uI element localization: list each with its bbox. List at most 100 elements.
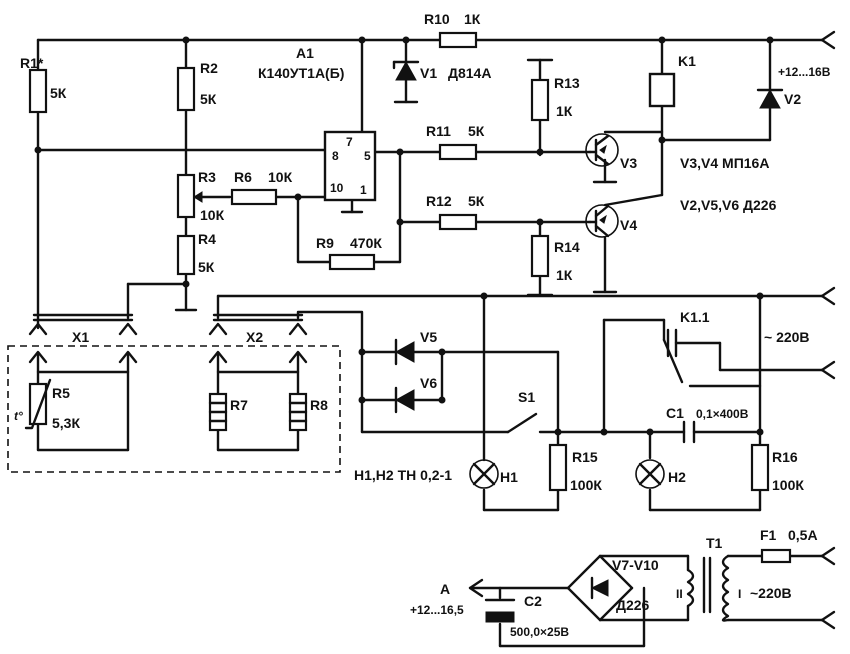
- label-r15-value: 100К: [570, 477, 602, 493]
- bridge-diode: [590, 576, 609, 600]
- label-r13: R13: [554, 75, 580, 91]
- upper-junctions: [34, 36, 774, 288]
- connector-x2: [208, 294, 824, 402]
- label-t1: T1: [706, 535, 723, 551]
- label-r7: R7: [230, 397, 248, 413]
- wiper-arrow-r3: [193, 191, 203, 203]
- label-s1: S1: [518, 389, 535, 405]
- resistor-r13: [530, 78, 550, 122]
- label-pin5: 5: [364, 149, 371, 163]
- label-f1: F1: [760, 527, 777, 543]
- label-x1: X1: [72, 329, 89, 345]
- label-c1-value: 0,1×400В: [696, 407, 749, 421]
- label-r12: R12: [426, 193, 452, 209]
- label-r5-value: 5,3К: [52, 415, 80, 431]
- label-r4: R4: [198, 231, 216, 247]
- resistor-r14: [530, 234, 550, 278]
- label-lamps-note: H1,H2 ТН 0,2-1: [354, 467, 452, 483]
- label-r2: R2: [200, 60, 218, 76]
- label-bridge: V7-V10: [612, 557, 659, 573]
- resistor-r10: [438, 31, 478, 49]
- label-v3: V3: [620, 155, 637, 171]
- label-r9: R9: [316, 235, 334, 251]
- label-pin1: 1: [360, 183, 367, 197]
- label-r3-value: 10К: [200, 207, 225, 223]
- label-r16: R16: [772, 449, 798, 465]
- heater-r7: [208, 392, 228, 432]
- label-x2: X2: [246, 329, 263, 345]
- transistor-v4: [585, 204, 619, 238]
- diode-v6: [394, 386, 415, 414]
- lamp-h2: [635, 459, 665, 489]
- label-terminal-a: А: [440, 581, 450, 597]
- label-r11-value: 5К: [468, 123, 485, 139]
- sensor-wiring: [28, 350, 308, 452]
- label-pin10: 10: [330, 181, 344, 195]
- zener-v1: [392, 60, 420, 104]
- label-r1: R1*: [20, 55, 44, 71]
- label-r16-value: 100К: [772, 477, 804, 493]
- label-r14: R14: [554, 239, 580, 255]
- thermistor-r5: [24, 378, 52, 430]
- label-c1: C1: [666, 405, 684, 421]
- label-supply-out: +12...16,5: [410, 603, 464, 617]
- label-c2: C2: [524, 593, 542, 609]
- labels: R1* 5К R2 5К R3 10К R4 5К R6 10К R9 470К…: [14, 11, 831, 639]
- label-r15: R15: [572, 449, 598, 465]
- label-r11: R11: [426, 123, 451, 139]
- label-pin8: 8: [332, 149, 339, 163]
- relay-coil-k1: [648, 72, 676, 108]
- resistor-r6: [230, 188, 278, 206]
- label-c2-value: 500,0×25В: [510, 625, 569, 639]
- label-a1: A1: [296, 45, 314, 61]
- label-winding-2: II: [676, 587, 683, 601]
- diode-v2: [756, 88, 784, 109]
- sensor-box: [7, 345, 341, 473]
- label-v5: V5: [420, 329, 437, 345]
- label-mains-top: ~ 220В: [764, 329, 810, 345]
- label-k1: K1: [678, 53, 696, 69]
- label-h2: H2: [668, 469, 686, 485]
- label-v2: V2: [784, 91, 801, 107]
- label-r14-value: 1К: [556, 267, 573, 283]
- label-winding-1: I: [738, 587, 741, 601]
- diode-v5: [394, 338, 415, 366]
- label-r12-value: 5К: [468, 193, 485, 209]
- resistor-r1: [28, 68, 48, 114]
- mains-wiring: [360, 286, 836, 512]
- label-r13-value: 1К: [556, 103, 573, 119]
- transformer-coils: [686, 554, 730, 622]
- label-r6: R6: [234, 169, 252, 185]
- label-r8: R8: [310, 397, 328, 413]
- heater-r8: [288, 392, 308, 432]
- label-bridge-type: Д226: [616, 597, 650, 613]
- transistor-v3: [585, 133, 619, 167]
- label-r5: R5: [52, 385, 70, 401]
- resistor-r2: [176, 66, 196, 112]
- label-mains-bottom: ~220В: [750, 585, 792, 601]
- label-r1-value: 5К: [50, 85, 67, 101]
- label-r6-value: 10К: [268, 169, 293, 185]
- resistor-r9: [328, 253, 376, 271]
- label-v4: V4: [620, 217, 637, 233]
- label-r2-value: 5К: [200, 91, 217, 107]
- power-supply-wiring: [468, 546, 836, 648]
- label-f1-value: 0,5А: [788, 527, 818, 543]
- label-h1: H1: [500, 469, 518, 485]
- label-t-symbol: t°: [14, 409, 23, 423]
- lamp-h1: [469, 459, 499, 489]
- resistor-r16: [750, 443, 770, 492]
- label-v6: V6: [420, 375, 437, 391]
- mains-junctions: [358, 292, 764, 436]
- label-supply-in: +12...16В: [778, 65, 831, 79]
- label-v1-type: Д814А: [448, 65, 491, 81]
- label-a1-type: К140УТ1А(Б): [258, 65, 344, 81]
- resistor-r4: [176, 234, 196, 276]
- fuse-f1: [760, 548, 792, 564]
- label-note-v3v4: V3,V4 МП16А: [680, 155, 769, 171]
- resistor-r11: [438, 143, 478, 161]
- resistor-r12: [438, 213, 478, 231]
- resistor-r15: [548, 443, 568, 492]
- label-pin7: 7: [346, 135, 353, 149]
